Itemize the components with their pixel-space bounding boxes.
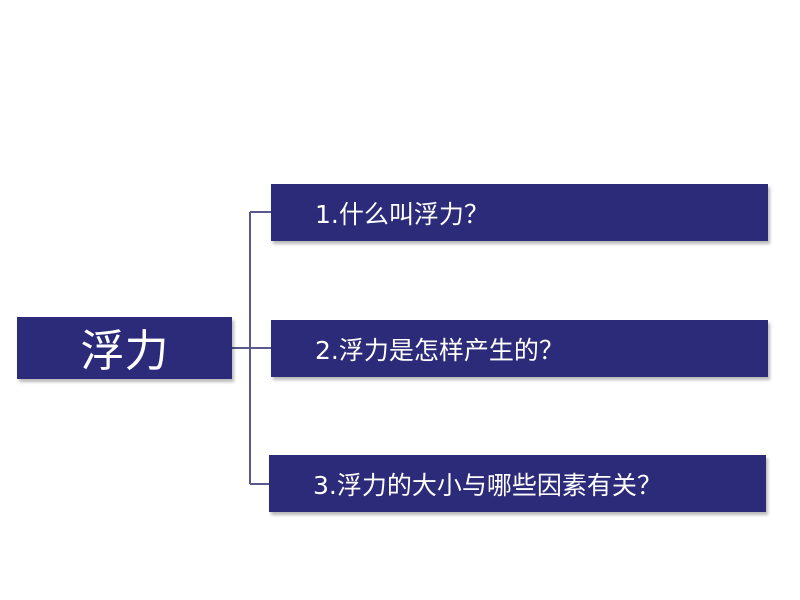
- root-node-label: 浮力: [80, 326, 169, 377]
- branch-node-label: 2.浮力是怎样产生的？: [315, 335, 564, 365]
- branch-node-label: 3.浮力的大小与哪些因素有关？: [313, 470, 662, 500]
- branch-node-2: 2.浮力是怎样产生的？: [271, 320, 768, 377]
- branch-node-1: 1.什么叫浮力？: [271, 184, 768, 241]
- branch-node-label: 1.什么叫浮力？: [315, 199, 489, 229]
- branch-node-3: 3.浮力的大小与哪些因素有关？: [269, 455, 766, 512]
- root-node: 浮力: [17, 317, 232, 379]
